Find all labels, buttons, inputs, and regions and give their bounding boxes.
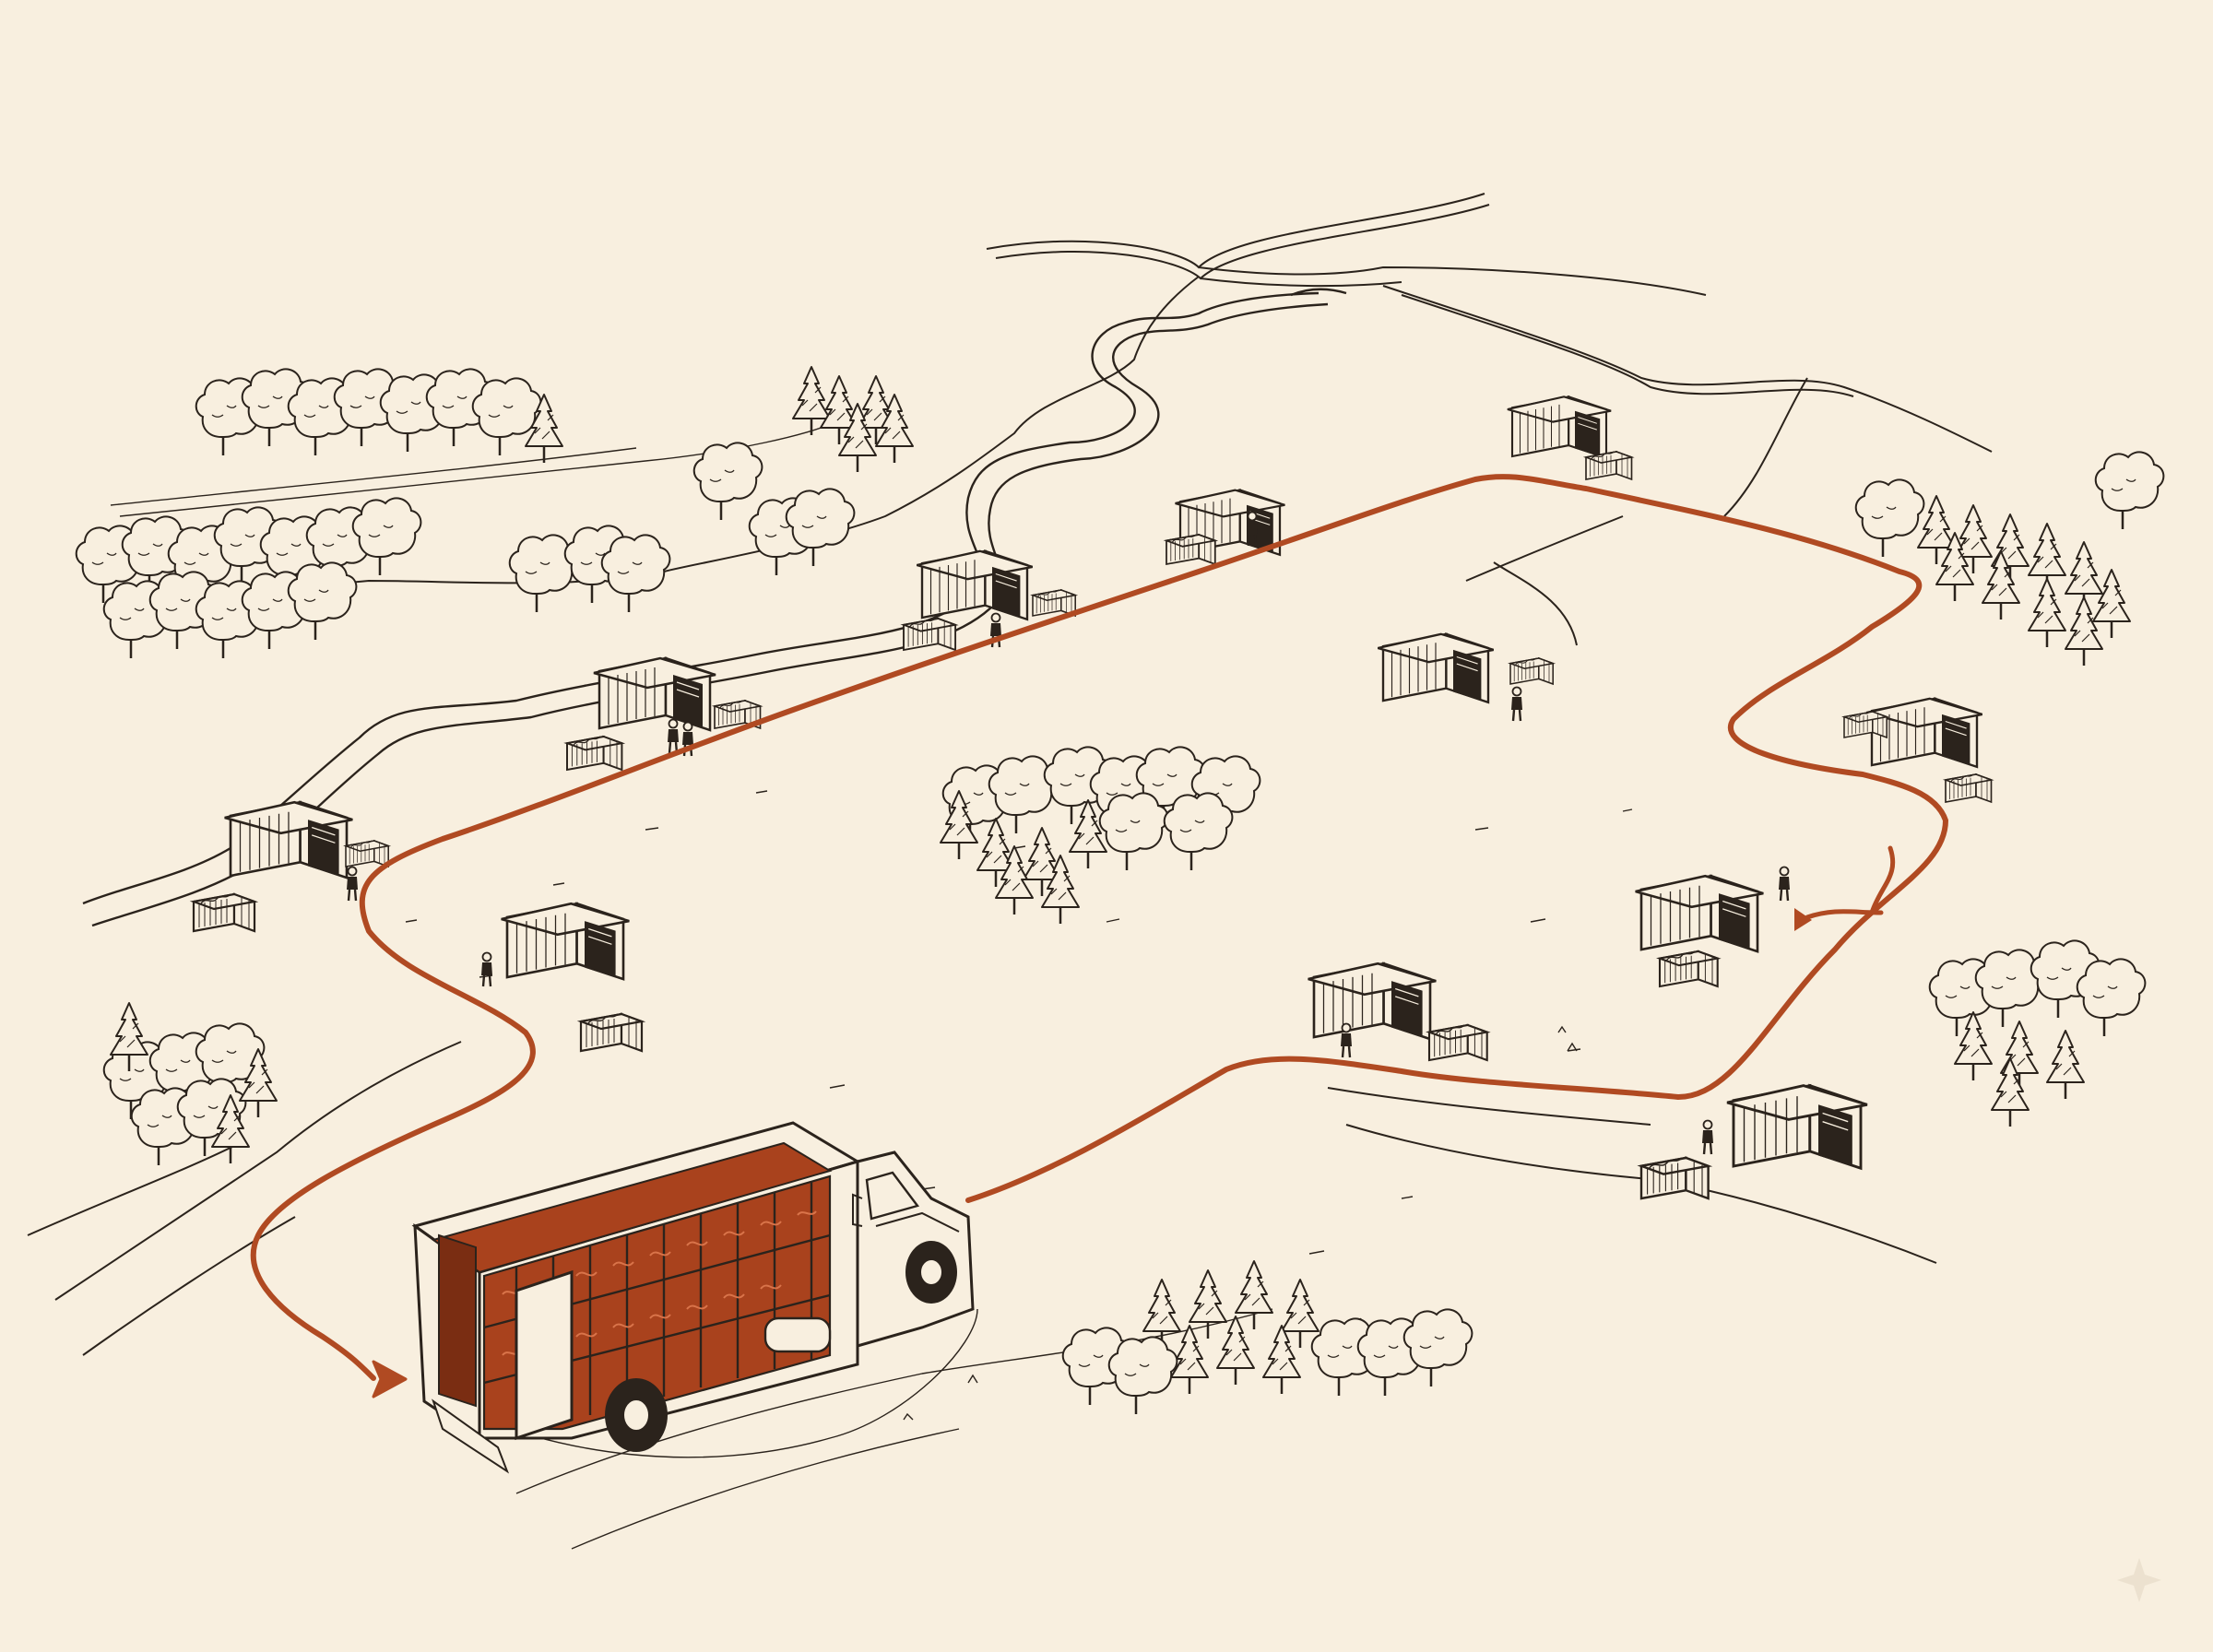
recycling-bin xyxy=(345,840,389,867)
recycling-bin xyxy=(579,1012,644,1053)
recycling-bin xyxy=(1945,773,1993,803)
recycling-bin xyxy=(1427,1023,1488,1062)
recycling-bin xyxy=(1032,589,1076,617)
recycling-bin xyxy=(1843,711,1888,738)
arrow-head xyxy=(1794,908,1812,931)
recycling-bin xyxy=(903,618,957,651)
truck-rear-door xyxy=(515,1269,574,1441)
recycling-bin xyxy=(192,892,256,933)
truck xyxy=(411,1121,978,1474)
recycling-bin xyxy=(566,736,623,771)
truck-wheels xyxy=(605,1241,957,1452)
recycling-bin xyxy=(1639,1156,1710,1200)
route-line xyxy=(250,474,1948,1381)
recycling-bin xyxy=(1585,451,1633,480)
recycling-bin xyxy=(1166,534,1216,565)
route-spur-line xyxy=(1805,845,1896,920)
recycling-bin xyxy=(1509,657,1554,685)
collection-route xyxy=(250,474,1948,1398)
truck-window xyxy=(865,1171,920,1221)
sparkle-mark xyxy=(2117,1558,2161,1602)
arrow-head xyxy=(372,1360,408,1398)
fuel-tank xyxy=(763,1316,832,1353)
recycling-bin xyxy=(1658,950,1719,988)
